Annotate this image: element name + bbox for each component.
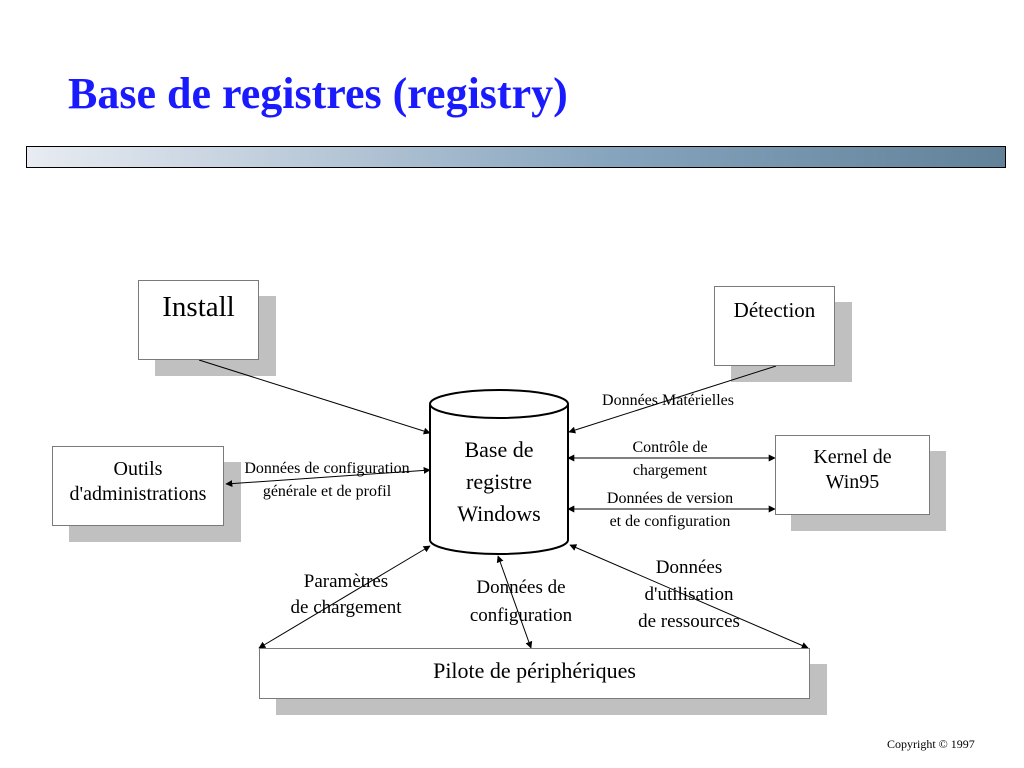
- kernel-label-line1: Kernel de: [813, 446, 892, 468]
- donnees-configuration-label: Données de configuration: [469, 577, 573, 626]
- title-underline-bar: [26, 146, 1006, 168]
- detection-to-registry-arrow: [568, 365, 777, 434]
- install-box: Install: [138, 280, 259, 360]
- donnees-config-profil-label: Données de configuration générale et de …: [244, 460, 410, 500]
- donnees-materielles-label: Données Matérielles: [602, 392, 734, 409]
- parametres-chargement-label: Paramètres de chargement: [290, 571, 402, 618]
- copyright-notice: Copyright © 1997: [887, 737, 975, 751]
- pilote-box: Pilote de périphériques: [259, 648, 810, 699]
- outils-registry-arrow: [225, 466, 431, 488]
- page-title: Base de registres (registry): [68, 69, 568, 118]
- outils-label-line2: d'administrations: [69, 483, 207, 505]
- registry-label-line2: registre: [466, 469, 532, 494]
- donnees-version-label: Données de version et de configuration: [606, 490, 734, 530]
- registry-label-line3: Windows: [457, 501, 541, 526]
- registry-pilote-center-arrow: [496, 555, 533, 649]
- pilote-label: Pilote de périphériques: [433, 658, 636, 683]
- registry-cylinder: [429, 389, 569, 555]
- kernel-box: Kernel de Win95: [775, 435, 930, 515]
- outils-box: Outils d'administrations: [52, 446, 224, 526]
- registry-label: Base de registre Windows: [436, 434, 562, 530]
- detection-box: Détection: [714, 286, 835, 366]
- install-to-registry-arrow: [198, 359, 431, 435]
- kernel-label-line2: Win95: [825, 471, 880, 493]
- install-label: Install: [162, 291, 235, 323]
- controle-chargement-label: Contrôle de chargement: [632, 439, 708, 479]
- detection-label: Détection: [733, 298, 816, 322]
- donnees-utilisation-label: Données d'utilisation de ressources: [638, 557, 740, 632]
- outils-label-line1: Outils: [113, 458, 163, 480]
- registry-label-line1: Base de: [464, 437, 534, 462]
- registry-pilote-left-arrow: [258, 545, 431, 649]
- registry-pilote-right-arrow: [569, 544, 809, 649]
